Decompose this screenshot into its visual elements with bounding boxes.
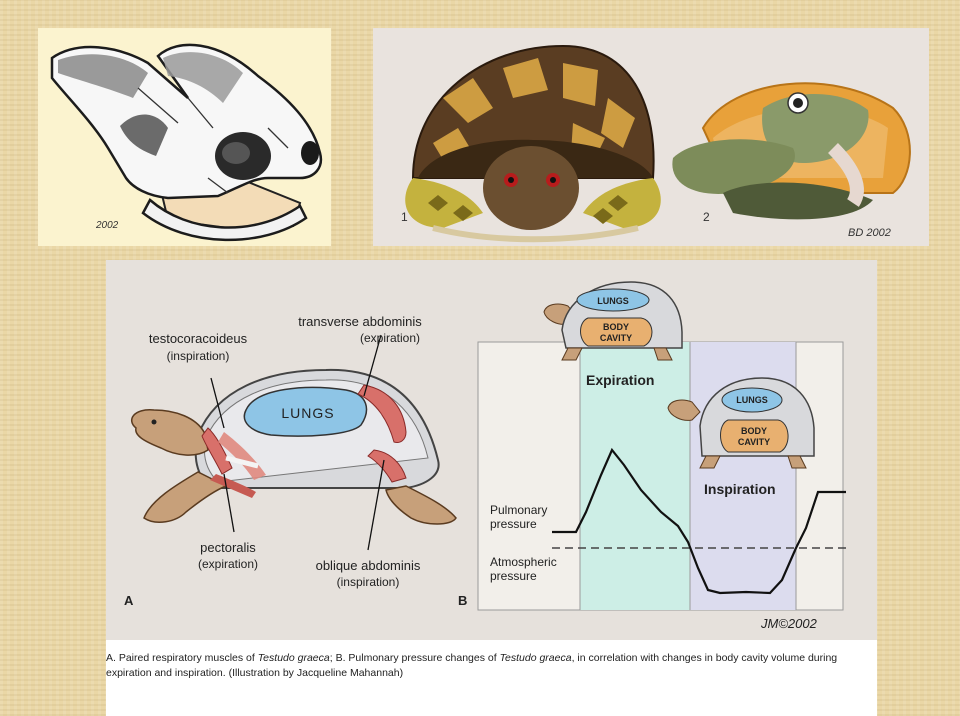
caption-part-2: ; B. Pulmonary pressure changes of <box>329 652 500 664</box>
panel-a-respiratory-muscles: LUNGS testocoracoideus (inspiration) tra… <box>124 314 457 608</box>
caption-band <box>106 640 877 716</box>
side-neck-turtle-illustration <box>672 82 911 220</box>
muscle-role-testocoracoideus: (inspiration) <box>167 349 230 363</box>
muscle-role-oblique-abdominis: (inspiration) <box>337 575 400 589</box>
panel-b-signature: JM©2002 <box>760 616 818 631</box>
atmospheric-label-1: Atmospheric <box>490 555 557 569</box>
skull-illustration-panel: 2002 <box>38 28 331 246</box>
expiration-turtle-icon: LUNGS BODY CAVITY <box>543 281 683 361</box>
inspiration-turtle-icon: LUNGS BODY CAVITY <box>667 377 815 469</box>
muscle-label-transverse-abdominis: transverse abdominis <box>298 314 422 329</box>
inspiration-icon-body-2: CAVITY <box>738 437 770 447</box>
atmospheric-label-2: pressure <box>490 569 537 583</box>
muscle-role-pectoralis: (expiration) <box>198 557 258 571</box>
respiration-figure-panel: LUNGS testocoracoideus (inspiration) tra… <box>106 260 877 716</box>
pulmonary-label-2: pressure <box>490 517 537 531</box>
expiration-icon-body-2: CAVITY <box>600 333 632 343</box>
muscle-label-pectoralis: pectoralis <box>200 540 256 555</box>
caption-part-3: , in correlation with changes in body ca… <box>106 652 838 679</box>
figure-caption: A. Paired respiratory muscles of Testudo… <box>106 651 871 681</box>
lungs-label: LUNGS <box>281 405 334 421</box>
turtle-label-2: 2 <box>703 210 710 224</box>
turtle-heads-drawing: 1 2 BD 2002 <box>401 44 911 243</box>
muscle-role-transverse-abdominis: (expiration) <box>360 331 420 345</box>
inspiration-icon-body-1: BODY <box>741 426 767 436</box>
inspiration-label: Inspiration <box>704 481 776 497</box>
pulmonary-pressure-trace <box>552 447 846 595</box>
skull-signature: 2002 <box>95 220 119 231</box>
inspiration-icon-lungs: LUNGS <box>736 395 768 405</box>
panel-a-label: A <box>124 593 134 608</box>
caption-species-1: Testudo graeca <box>257 652 330 664</box>
panel-b-label: B <box>458 593 467 608</box>
panel-b-pressure-chart: Pulmonary pressure Atmospheric pressure … <box>458 281 846 631</box>
turtle-label-1: 1 <box>401 210 408 224</box>
respiration-diagram: LUNGS testocoracoideus (inspiration) tra… <box>124 281 846 631</box>
expiration-label: Expiration <box>586 372 654 388</box>
box-turtle-illustration <box>405 44 661 243</box>
muscle-label-testocoracoideus: testocoracoideus <box>149 331 248 346</box>
expiration-icon-lungs: LUNGS <box>597 296 629 306</box>
pulmonary-label-1: Pulmonary <box>490 503 547 517</box>
caption-species-2: Testudo graeca <box>499 652 572 664</box>
muscle-label-oblique-abdominis: oblique abdominis <box>316 558 421 573</box>
turtle-skull-drawing: 2002 <box>50 43 323 242</box>
turtle-heads-panel: 1 2 BD 2002 <box>373 28 929 246</box>
turtles-signature: BD 2002 <box>848 227 891 239</box>
caption-part-1: A. Paired respiratory muscles of <box>106 652 258 664</box>
expiration-icon-body-1: BODY <box>603 322 629 332</box>
expiration-band <box>580 342 690 610</box>
